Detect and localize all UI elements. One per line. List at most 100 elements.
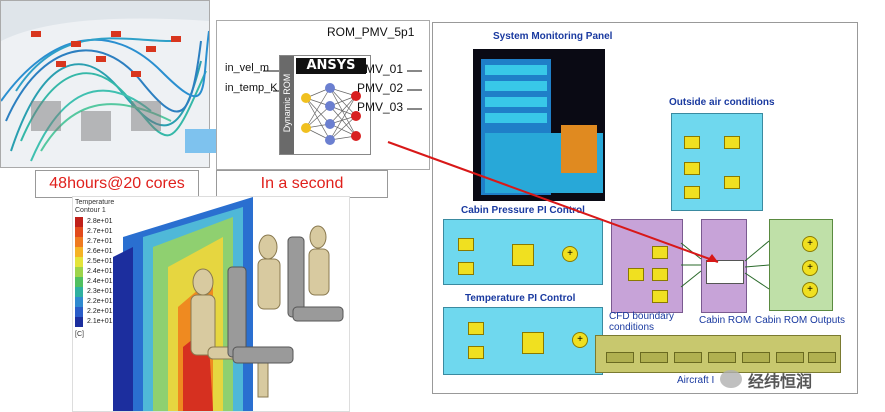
cfd-input	[628, 268, 644, 281]
legend-row: 2.2e+01	[75, 297, 165, 307]
legend-row: 2.7e+01	[75, 227, 165, 237]
legend-row: 2.1e+01	[75, 317, 165, 327]
outside-air-const	[684, 162, 700, 175]
cfd-input	[652, 246, 668, 259]
legend-tick: 2.2e+01	[87, 308, 113, 315]
legend-scale: 2.8e+01 2.7e+01 2.7e+01 2.6e+01 2.5e+01 …	[75, 217, 155, 329]
legend-subtitle: Contour 1	[75, 207, 106, 214]
output-port-3: PMV_03	[357, 100, 404, 114]
pressure-sum-icon: +	[562, 246, 578, 262]
legend-tick: 2.3e+01	[87, 288, 113, 295]
caption-48hours: 48hours@20 cores	[35, 170, 199, 198]
pressure-controller	[512, 244, 534, 266]
legend-swatch	[75, 227, 83, 237]
output-port-2: PMV_02	[357, 81, 404, 95]
legend-unit: [C]	[75, 331, 84, 338]
temperature-control-title: Temperature PI Control	[465, 293, 576, 304]
temp-input	[468, 346, 484, 359]
monitor-gauge	[485, 97, 547, 107]
output-sum-icon: +	[802, 282, 818, 298]
cabin-rom-outputs-block: + + +	[769, 219, 833, 311]
watermark-text: 经纬恒润	[748, 372, 813, 391]
temperature-contour-image: Temperature Contour 1 2.8e+01 2.7e+01 2.…	[72, 196, 350, 412]
cabin-pressure-title: Cabin Pressure PI Control	[461, 205, 585, 216]
watermark: 经纬恒润	[720, 366, 860, 394]
pressure-input	[458, 238, 474, 251]
output-sum-icon: +	[802, 260, 818, 276]
wechat-icon	[720, 370, 742, 388]
cabin-rom-icon	[706, 260, 744, 284]
monitor-gauge	[485, 65, 547, 75]
legend-tick: 2.7e+01	[87, 238, 113, 245]
legend-swatch	[75, 257, 83, 267]
output-port-1: PMV_01	[357, 62, 404, 76]
output-sum-icon: +	[802, 236, 818, 252]
legend-row: 2.4e+01	[75, 277, 165, 287]
cfd-boundary-block	[611, 219, 683, 313]
aircraft-param	[674, 352, 702, 363]
input-port-vel: in_vel_m	[225, 62, 270, 74]
outside-air-const	[684, 186, 700, 199]
legend-row: 2.2e+01	[75, 307, 165, 317]
outside-air-title: Outside air conditions	[669, 97, 775, 108]
legend-row: 2.5e+01	[75, 257, 165, 267]
aircraft-param	[776, 352, 804, 363]
legend-tick: 2.2e+01	[87, 298, 113, 305]
legend-row: 2.8e+01	[75, 217, 165, 227]
aircraft-param	[742, 352, 770, 363]
monitor-panel-title: System Monitoring Panel	[493, 31, 613, 42]
temperature-control-block: +	[443, 307, 603, 375]
legend-swatch	[75, 277, 83, 287]
neural-net-icon	[301, 83, 361, 145]
legend-tick: 2.4e+01	[87, 268, 113, 275]
legend-swatch	[75, 237, 83, 247]
system-model-panel: System Monitoring Panel Outside air cond…	[432, 22, 858, 394]
outside-air-const	[724, 136, 740, 149]
outside-air-const	[724, 176, 740, 189]
ansys-logo: ANSYS	[296, 58, 366, 74]
cabin-pressure-block: +	[443, 219, 603, 285]
monitor-gauge	[485, 81, 547, 91]
cabin-rom-block	[701, 219, 747, 313]
cabin-rom-label: Cabin ROM	[699, 315, 752, 326]
legend-row: 2.7e+01	[75, 237, 165, 247]
cfd-input	[652, 290, 668, 303]
legend-tick: 2.1e+01	[87, 318, 113, 325]
monitor-seat-map	[561, 125, 597, 173]
cfd-boundary-label: CFD boundary conditions	[609, 311, 675, 333]
legend-tick: 2.4e+01	[87, 278, 113, 285]
monitor-gauge	[485, 113, 547, 123]
legend-title: Temperature	[75, 199, 115, 206]
dynamic-rom-side-bar: Dynamic ROM	[280, 56, 294, 154]
legend-swatch	[75, 217, 83, 227]
rom-title: ROM_PMV_5p1	[327, 25, 415, 39]
outside-air-const	[684, 136, 700, 149]
legend-row: 2.6e+01	[75, 247, 165, 257]
pressure-input	[458, 262, 474, 275]
legend-swatch	[75, 297, 83, 307]
legend-row: 2.3e+01	[75, 287, 165, 297]
legend-tick: 2.7e+01	[87, 228, 113, 235]
legend-row: 2.4e+01	[75, 267, 165, 277]
legend-tick: 2.8e+01	[87, 218, 113, 225]
cfd-streamline-image	[0, 0, 210, 168]
cfd-input	[652, 268, 668, 281]
legend-swatch	[75, 267, 83, 277]
temp-sum-icon: +	[572, 332, 588, 348]
streamline-render	[1, 1, 209, 167]
legend-swatch	[75, 317, 83, 327]
aircraft-param	[808, 352, 836, 363]
aircraft-param	[640, 352, 668, 363]
monitor-panel-screen	[473, 49, 605, 201]
rom-port-lines	[263, 70, 422, 110]
caption-in-a-second: In a second	[216, 170, 388, 198]
cabin-contour-render	[113, 197, 344, 411]
temp-controller	[522, 332, 544, 354]
legend-swatch	[75, 287, 83, 297]
aircraft-label: Aircraft I	[677, 375, 715, 386]
temperature-legend: Temperature Contour 1 2.8e+01 2.7e+01 2.…	[75, 199, 155, 339]
aircraft-param	[606, 352, 634, 363]
legend-swatch	[75, 307, 83, 317]
input-port-temp: in_temp_K	[225, 82, 278, 94]
